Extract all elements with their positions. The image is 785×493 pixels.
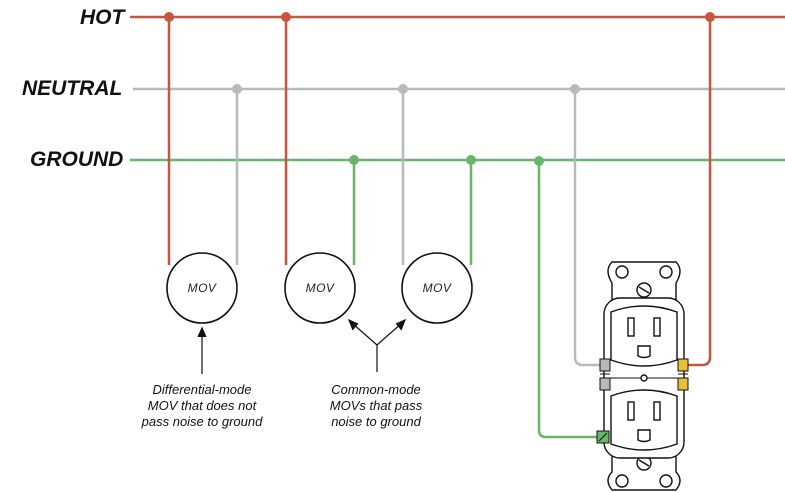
differential-pointer-arrow	[197, 326, 207, 374]
ground-junction-dot	[534, 156, 544, 166]
hot-junction-dot	[705, 12, 715, 22]
mov-differential: MOV	[166, 252, 238, 324]
mov-label: MOV	[306, 281, 335, 295]
mov-common-neutral-ground: MOV	[401, 252, 473, 324]
receptacle-ground-wire	[537, 160, 600, 439]
neutral-junction-dot	[398, 84, 408, 94]
common-mode-caption: Common-mode MOVs that pass noise to grou…	[330, 382, 423, 429]
svg-text:pass noise to ground: pass noise to ground	[141, 414, 263, 429]
svg-text:MOV that does not: MOV that does not	[148, 398, 258, 413]
neutral-junction-dot	[570, 84, 580, 94]
hot-junction-dot	[281, 12, 291, 22]
svg-text:Differential-mode: Differential-mode	[153, 382, 252, 397]
receptacle-neutral-wire	[573, 89, 604, 367]
hot-rail-label: HOT	[80, 6, 127, 29]
duplex-receptacle	[603, 261, 685, 491]
mov-common-hot-ground: MOV	[284, 252, 356, 324]
neutral-junction-dot	[232, 84, 242, 94]
mov-label: MOV	[423, 281, 452, 295]
hot-junction-dot	[164, 12, 174, 22]
mov-label: MOV	[188, 281, 217, 295]
ground-rail-label: GROUND	[30, 148, 123, 171]
svg-text:MOVs that pass: MOVs that pass	[330, 398, 423, 413]
common-pointer-arrows	[347, 318, 407, 372]
hot-terminal-screws	[677, 358, 689, 391]
neutral-rail-label: NEUTRAL	[22, 77, 122, 100]
ground-junction-dot	[466, 155, 476, 165]
differential-mode-caption: Differential-mode MOV that does not pass…	[141, 382, 263, 429]
svg-text:noise to ground: noise to ground	[331, 414, 421, 429]
receptacle-hot-wire	[682, 17, 712, 367]
ground-terminal-screw	[596, 430, 610, 444]
neutral-terminal-screws	[599, 358, 611, 391]
svg-text:Common-mode: Common-mode	[331, 382, 421, 397]
ground-junction-dot	[349, 155, 359, 165]
